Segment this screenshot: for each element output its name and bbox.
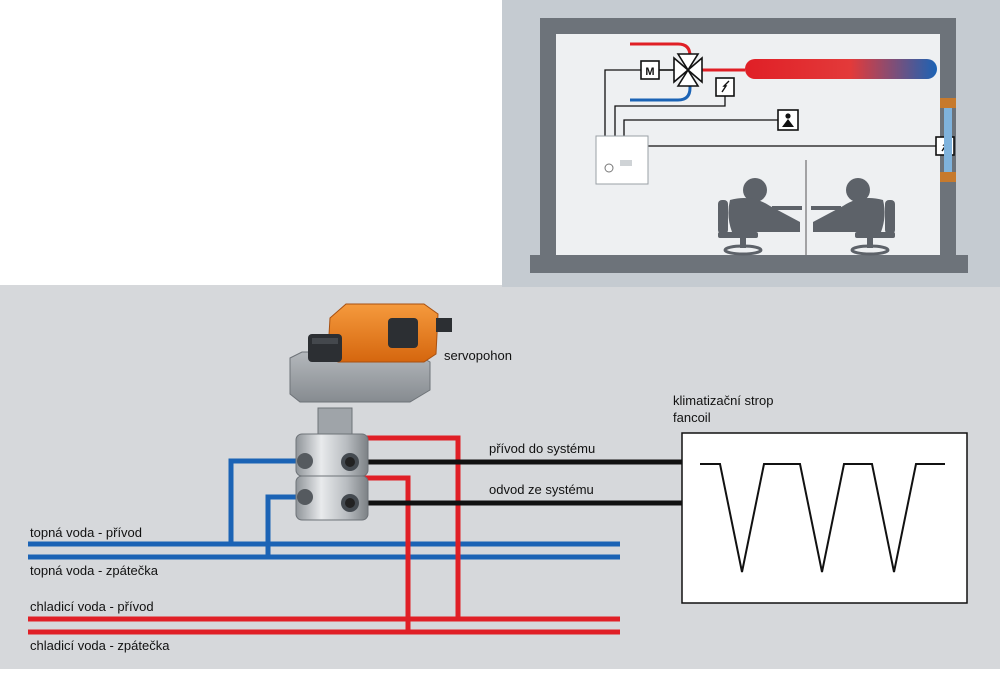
actuator-orange-housing — [327, 303, 439, 363]
room-ceiling — [540, 18, 956, 34]
window-frame-top — [940, 98, 956, 108]
room-illustration: M — [530, 18, 968, 273]
upper-valve-body — [295, 433, 369, 477]
lower-valve-body — [295, 475, 369, 521]
room-wall-left — [540, 18, 556, 258]
window-frame-bottom — [940, 172, 956, 182]
temperature-sensor-icon — [721, 80, 730, 93]
room-return-pipe — [630, 82, 692, 102]
fancoil-label-line1: klimatizační strop — [673, 393, 774, 408]
actuator-cable-gland — [436, 318, 452, 332]
return-from-system-label: odvod ze systému — [489, 482, 594, 497]
presence-sensor-icon — [782, 113, 794, 127]
supply-to-system-label: přívod do systému — [489, 441, 596, 456]
actuator-black-collar — [388, 318, 418, 348]
fancoil-label-line2: fancoil — [673, 410, 711, 425]
mixing-valve-icon — [673, 53, 703, 87]
fancoil-unit — [681, 432, 968, 604]
cooling-return-label: chladicí voda - zpátečka — [30, 638, 170, 653]
heating-pipes — [28, 458, 620, 560]
fancoil-box — [681, 432, 968, 604]
valve-assembly — [295, 407, 369, 521]
system-pipes — [350, 459, 682, 506]
actuator-knob-ridge — [312, 338, 338, 344]
motor-symbol: M — [645, 66, 654, 78]
cooling-supply-riser — [356, 435, 461, 619]
actuator — [289, 303, 452, 403]
room-controller-display — [620, 160, 632, 166]
room-controller-dial — [604, 163, 614, 173]
window-glass — [944, 108, 952, 172]
cooling-supply-label: chladicí voda - přívod — [30, 599, 154, 614]
valve-stem — [317, 407, 353, 435]
occupant-left-icon — [718, 178, 802, 256]
occupant-right-icon — [811, 178, 895, 256]
cooling-return-riser — [356, 475, 411, 632]
fancoil-coil — [700, 463, 945, 573]
radiant-panel-bar — [745, 59, 937, 79]
heating-return-riser — [265, 494, 305, 557]
actuator-label: servopohon — [444, 348, 512, 363]
control-wiring — [604, 69, 936, 147]
cooling-pipes — [28, 435, 620, 635]
room-floor — [530, 255, 968, 273]
heating-supply-label: topná voda - přívod — [30, 525, 143, 540]
heating-return-label: topná voda - zpátečka — [30, 563, 158, 578]
heating-supply-riser — [228, 458, 305, 544]
